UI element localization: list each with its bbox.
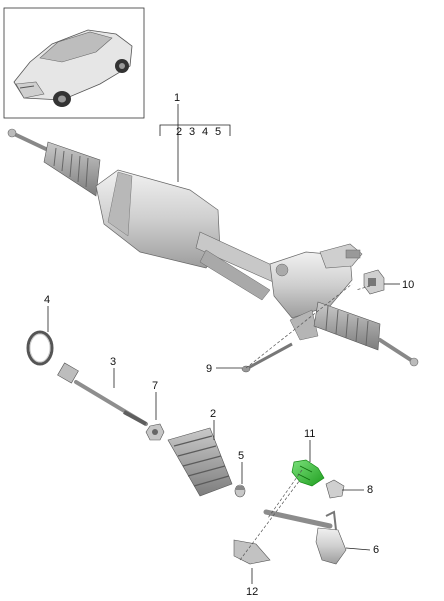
callout-9: 9 <box>206 363 212 375</box>
part-9-bolt <box>241 342 293 373</box>
bracket-sublabel-2: 2 <box>176 126 182 138</box>
callout-3: 3 <box>110 356 116 368</box>
callout-4: 4 <box>44 294 50 306</box>
bracket-sublabel-4: 4 <box>202 126 208 138</box>
callout-8: 8 <box>367 484 373 496</box>
part-2-boot <box>167 427 233 497</box>
bracket-sublabel-5: 5 <box>215 126 221 138</box>
part-11-bracket-highlighted <box>291 459 325 487</box>
callout-6: 6 <box>373 544 379 556</box>
callout-11: 11 <box>304 428 315 440</box>
part-7-nut <box>145 423 165 441</box>
left-boot <box>43 141 101 197</box>
part-8-nut <box>325 479 345 499</box>
callout-1: 1 <box>174 92 180 104</box>
part-6-tie-rod-end <box>263 509 347 565</box>
suv-car-icon <box>13 29 133 107</box>
part-5-clamp <box>234 484 246 498</box>
callout-5: 5 <box>238 450 244 462</box>
part-3-inner-tie-rod <box>57 362 148 426</box>
vehicle-thumbnail <box>3 7 145 119</box>
callout-7: 7 <box>152 380 158 392</box>
callout-2: 2 <box>210 408 216 420</box>
callout-labels: 1 2 3 4 5 6 7 8 9 10 11 12 2 3 4 5 <box>44 92 414 598</box>
part-10-clip <box>363 269 385 295</box>
leader-lines <box>47 104 400 584</box>
part-4-o-ring <box>26 330 54 366</box>
assembly-axes <box>239 283 371 561</box>
callout-10: 10 <box>402 279 414 291</box>
bracket-sublabel-3: 3 <box>189 126 195 138</box>
callout-12: 12 <box>246 586 258 598</box>
right-boot <box>313 301 381 351</box>
steering-rack-assembly <box>7 128 419 367</box>
